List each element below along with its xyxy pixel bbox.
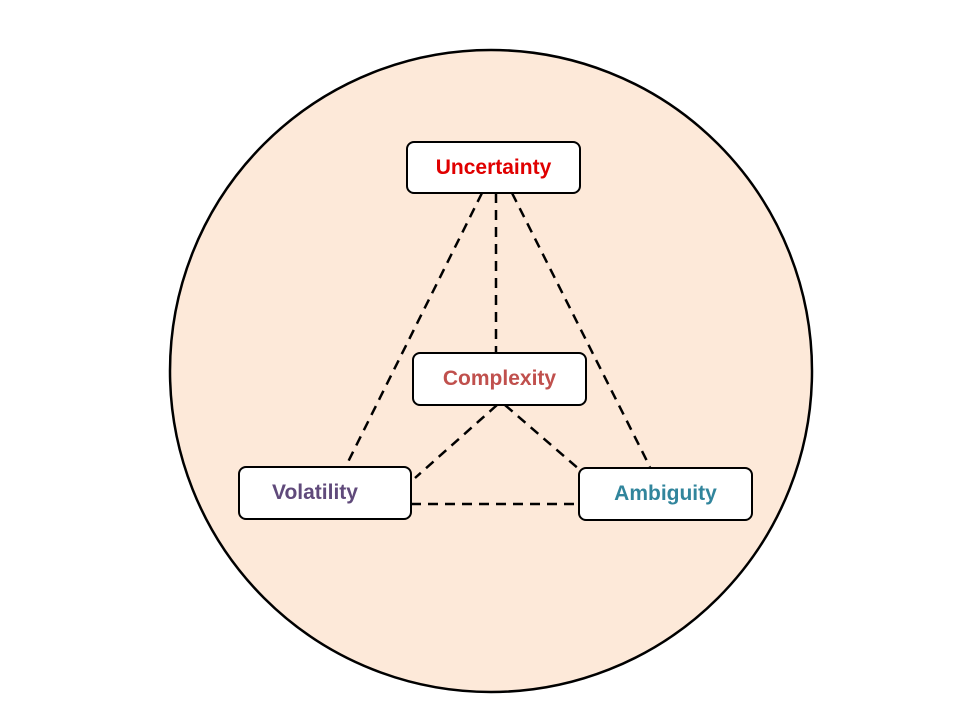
node-ambiguity: Ambiguity bbox=[578, 467, 753, 521]
connector-complexity-volatility bbox=[414, 404, 498, 479]
node-complexity-label: Complexity bbox=[442, 367, 557, 390]
node-volatility: Volatility bbox=[238, 466, 412, 520]
node-volatility-label: Volatility bbox=[272, 481, 358, 504]
node-ambiguity-label: Ambiguity bbox=[614, 482, 717, 505]
node-uncertainty-label: Uncertainty bbox=[435, 155, 552, 179]
connector-uncertainty-ambiguity bbox=[510, 192, 652, 468]
node-complexity: Complexity bbox=[412, 352, 587, 406]
node-uncertainty: Uncertainty bbox=[406, 141, 581, 194]
